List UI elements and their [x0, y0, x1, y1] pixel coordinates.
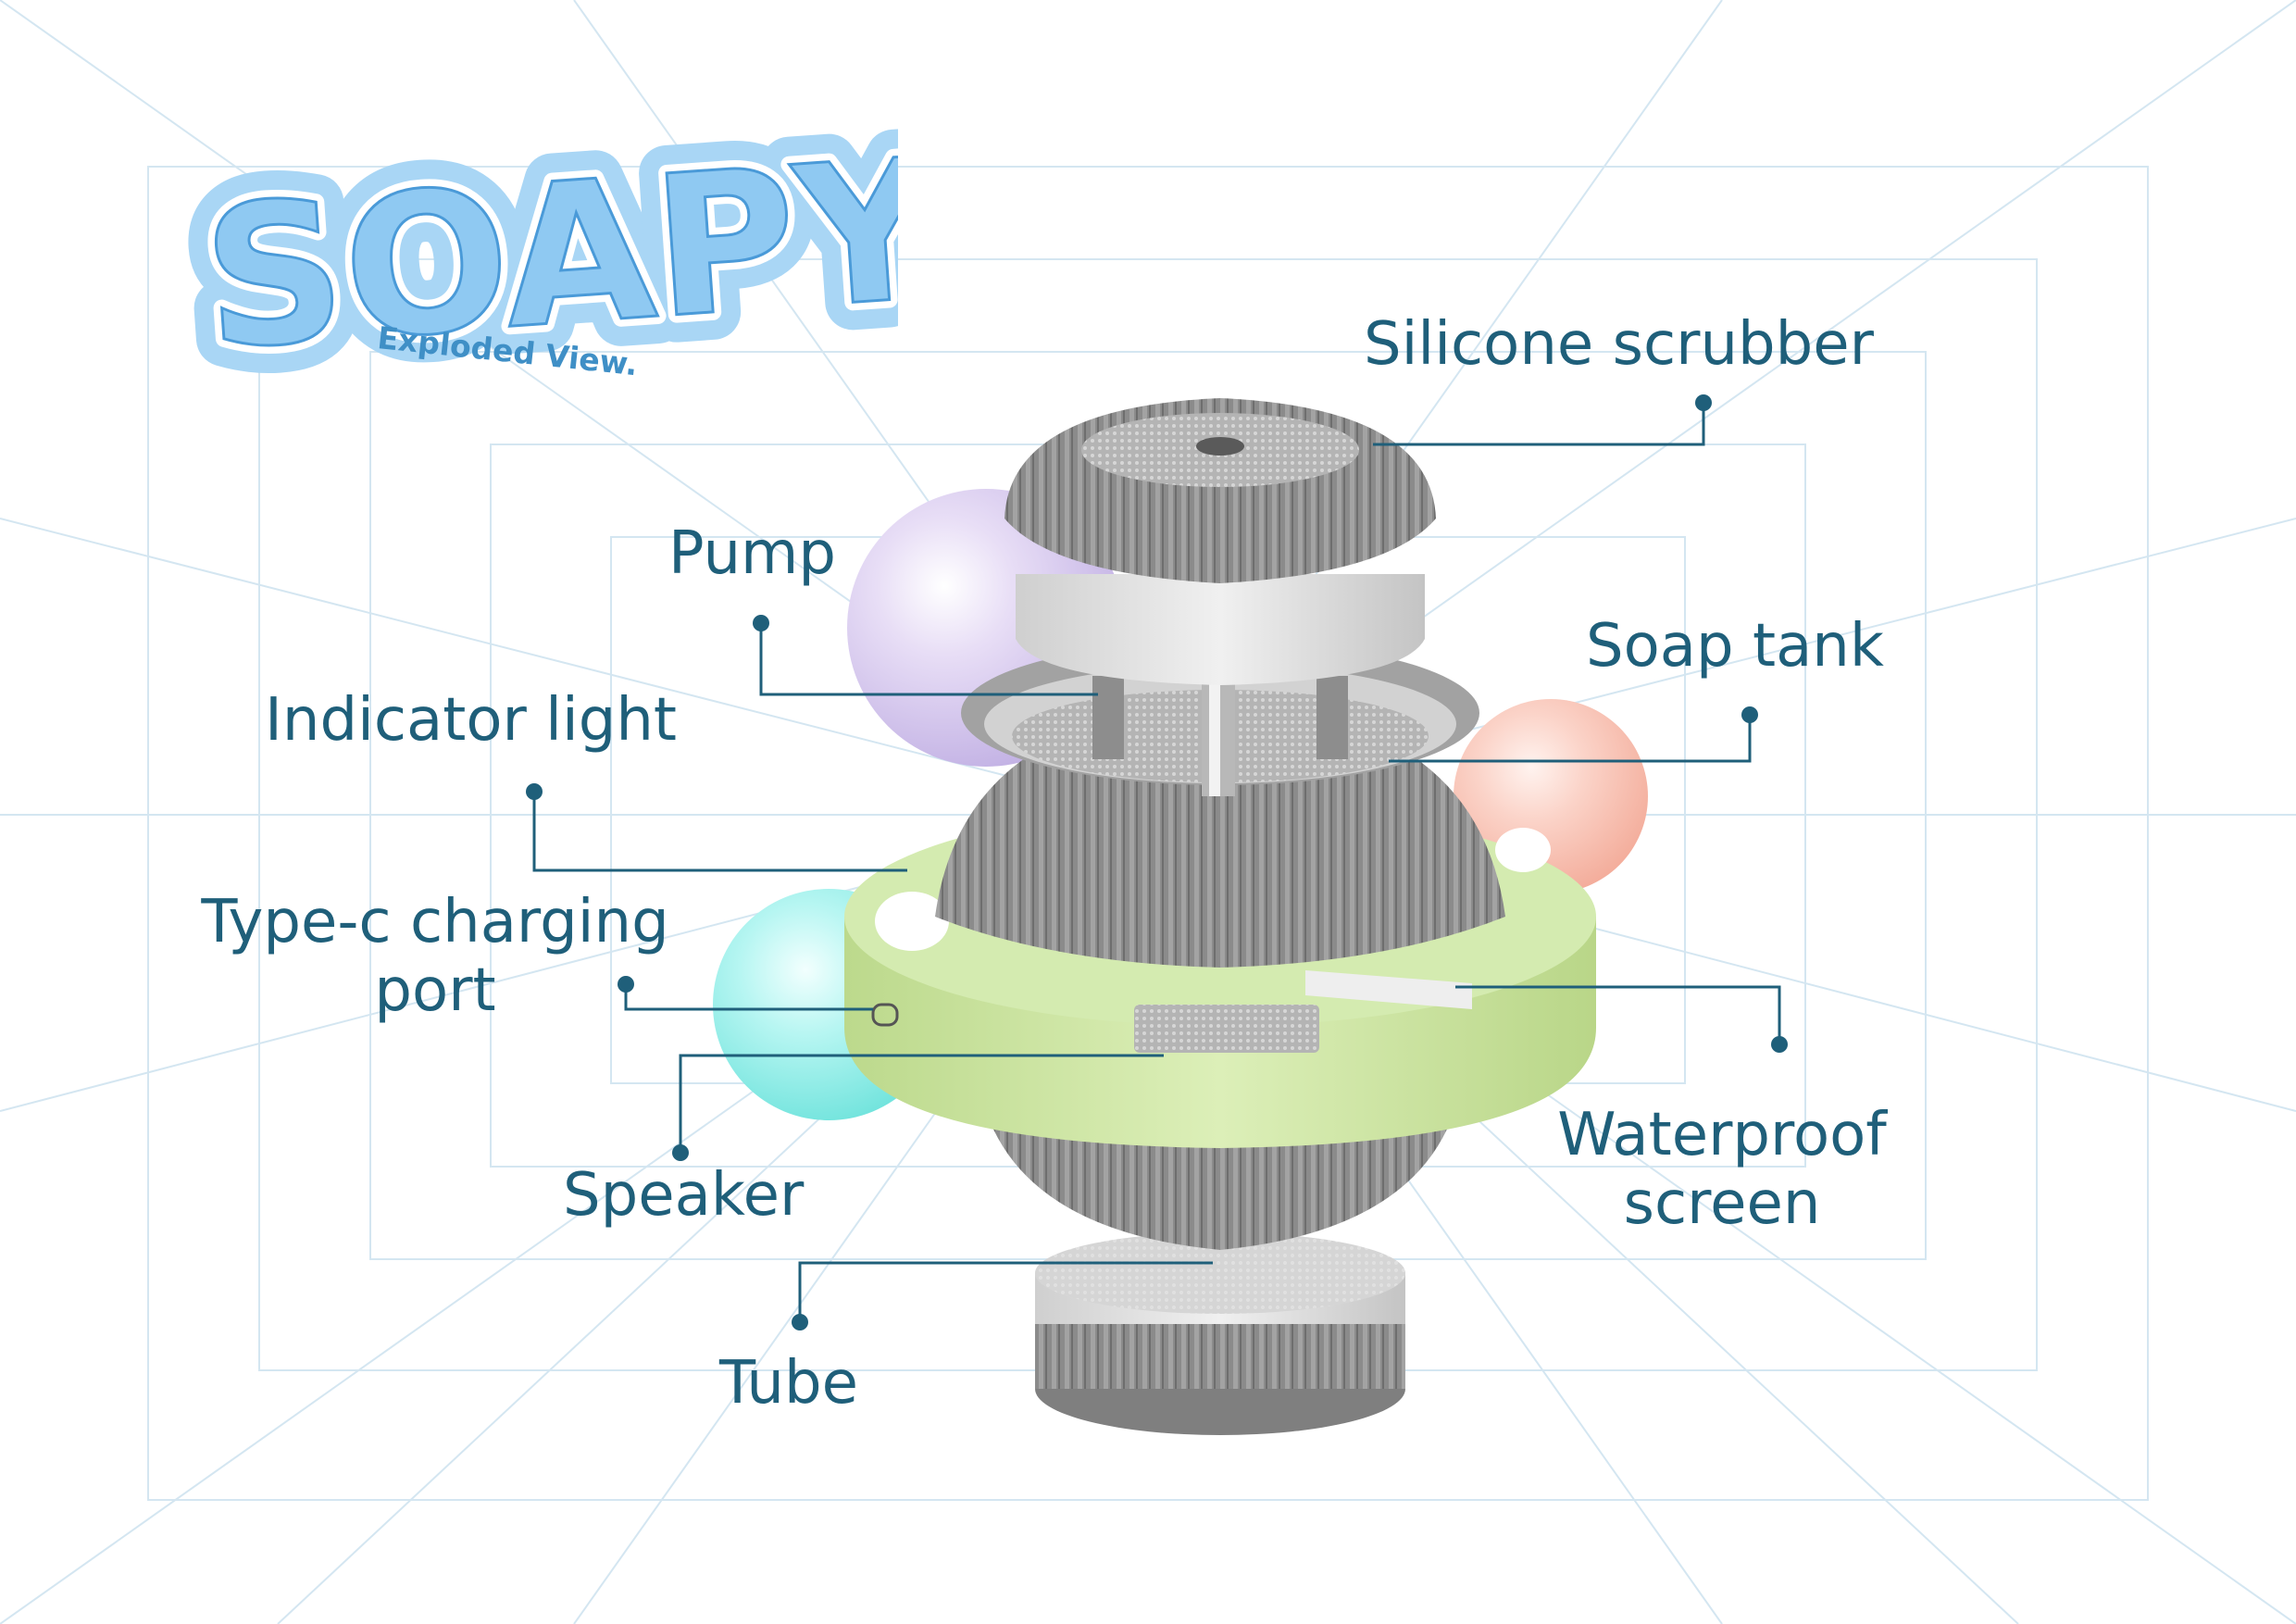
- leader-pump: [759, 623, 1098, 696]
- label-speaker: Speaker: [563, 1161, 805, 1230]
- leader-dots: [526, 394, 1788, 1330]
- leader-waterproof-screen: [1455, 985, 1781, 1044]
- logo-wordmark-face: SOAPY: [197, 116, 898, 394]
- label-pump: Pump: [668, 519, 836, 588]
- leader-indicator-light: [532, 792, 907, 872]
- label-waterproof-line2: screen: [1623, 1168, 1821, 1238]
- top-scrubber: [1004, 398, 1436, 685]
- leader-silicone-scrubber: [1373, 403, 1705, 446]
- label-waterproof-screen: Waterproof screen: [1537, 1101, 1907, 1238]
- soapy-logo: SOAPY SOAPY SOAPY: [176, 111, 898, 398]
- label-soap-tank: Soap tank: [1586, 612, 1884, 681]
- label-type-c-charging-port: Type-c charging port: [176, 888, 694, 1025]
- label-tube: Tube: [719, 1349, 858, 1418]
- lower-bristle-dome: [986, 1111, 1454, 1250]
- label-indicator-light: Indicator light: [265, 686, 677, 755]
- logo-wordmark: SOAPY: [197, 116, 898, 394]
- label-type-c-line1: Type-c charging: [201, 888, 669, 956]
- bottom-base: [1035, 1231, 1405, 1435]
- label-waterproof-line1: Waterproof: [1557, 1101, 1887, 1169]
- leader-soap-tank: [1389, 715, 1752, 763]
- label-silicone-scrubber: Silicone scrubber: [1364, 310, 1874, 379]
- leader-speaker: [679, 1054, 1164, 1153]
- leader-tube: [798, 1261, 1213, 1322]
- label-type-c-line2: port: [374, 956, 496, 1025]
- soap-tank-dome: [935, 641, 1505, 968]
